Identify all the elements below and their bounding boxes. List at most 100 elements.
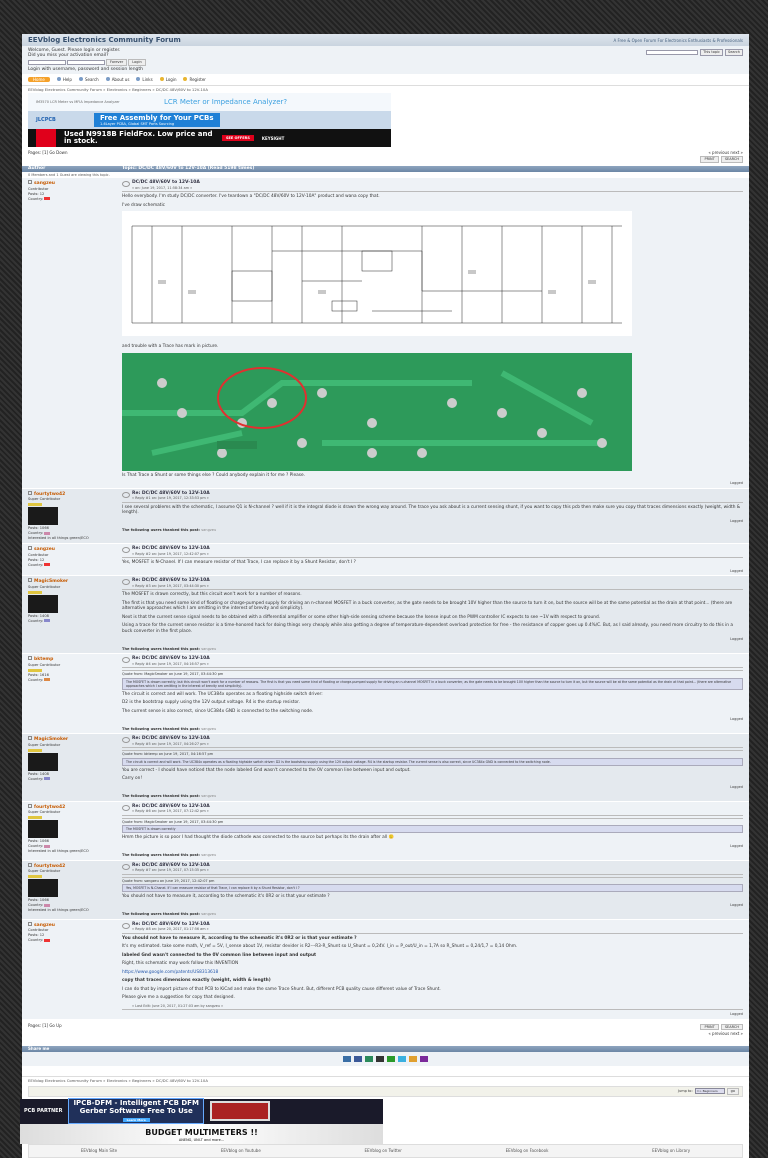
post-meta: « Reply #8 on: June 20, 2017, 01:17:56 a… (122, 927, 743, 934)
poster-name[interactable]: fourtytwo42 (28, 862, 119, 870)
pages-label[interactable]: Pages: [1] Go Down (28, 150, 68, 155)
thanked-user[interactable]: sangzeu (201, 853, 217, 857)
nav-links[interactable]: Links (136, 77, 153, 82)
post-body: Re: DC/DC 48V/60V to 12V-10A« Reply #3 o… (122, 578, 743, 651)
myspace-icon[interactable] (376, 1056, 384, 1062)
post-text: You are correct - I should have noticed … (122, 767, 411, 773)
schematic (122, 211, 743, 338)
prev-next-links-bottom[interactable]: « previous next » (708, 1031, 743, 1036)
post-meta: « Reply #1 on: June 19, 2017, 12:33:53 p… (122, 496, 743, 503)
post-subject[interactable]: DC/DC 48V/60V to 12V-10A (122, 180, 743, 187)
thanked-user[interactable]: sangzeu (201, 726, 217, 731)
thanked-user[interactable]: sangzeu (201, 912, 217, 916)
logged-indicator: Logged (122, 569, 743, 574)
jump-go-button[interactable]: go (726, 1088, 739, 1095)
patent-link[interactable]: https://www.google.com/patents/US8313618 (122, 969, 219, 975)
footer-link[interactable]: EEVblog Main Site (80, 1148, 118, 1153)
nav-login[interactable]: Login (159, 77, 176, 82)
poster-name[interactable]: fourtytwo42 (28, 490, 119, 498)
activation-link[interactable]: Did you miss your activation email? (28, 53, 109, 58)
forum-header: EEVblog Electronics Community Forum A Fr… (22, 34, 749, 46)
see-offers-button[interactable]: SEE OFFERS (222, 135, 254, 141)
password-input[interactable] (67, 59, 105, 65)
topic-search-button[interactable]: SEARCH (720, 156, 743, 163)
post-subject[interactable]: Re: DC/DC 48V/60V to 12V-10A (122, 546, 743, 553)
thanked-user[interactable]: sangzeu (201, 794, 217, 798)
post-subject[interactable]: Re: DC/DC 48V/60V to 12V-10A (122, 491, 743, 497)
post-text: Yes, MOSFET is N-Chanel. If I can measur… (122, 560, 356, 565)
post-text: and trouble with a Trace has mark in pic… (122, 344, 219, 349)
thanks-line: The following users thanked this post: s… (122, 853, 743, 858)
main-nav: Home Help Search About us Links Login Register (22, 74, 749, 86)
logged-indicator: Logged (122, 844, 743, 849)
quote-header[interactable]: Quote from: bktemp on June 19, 2017, 04:… (122, 750, 743, 758)
login-button[interactable]: Login (128, 59, 146, 66)
quote-header[interactable]: Quote from: sangzeu on June 19, 2017, 12… (122, 876, 743, 885)
breadcrumb[interactable]: EEVblog Electronics Community Forum » El… (22, 85, 749, 93)
forum-title[interactable]: EEVblog Electronics Community Forum (28, 36, 181, 44)
nav-register[interactable]: Register (183, 77, 206, 82)
nav-label: Help (62, 76, 72, 82)
poster-name[interactable]: sangzeu (28, 180, 119, 187)
thanks-line: The following users thanked this post: s… (122, 912, 743, 917)
poster-name[interactable]: fourtytwo42 (28, 803, 119, 811)
page: EEVblog Electronics Community Forum A Fr… (20, 34, 749, 1158)
pages-label-bottom[interactable]: Pages: [1] Go Up (28, 1022, 62, 1028)
footer-link[interactable]: EEVblog on Facebook (505, 1148, 549, 1153)
print-button[interactable]: PRINT (700, 156, 719, 163)
search-scope-select[interactable]: This topic (700, 49, 723, 56)
ad-keysight[interactable]: Used N9918B FieldFox. Low price and in s… (28, 129, 391, 147)
prev-next-links[interactable]: « previous next » (708, 150, 743, 155)
facebook-icon[interactable] (354, 1056, 362, 1062)
poster-name[interactable]: MagicSmoker (28, 578, 119, 585)
poster-name[interactable]: sangzeu (28, 546, 119, 553)
flag-icon (44, 531, 51, 535)
breadcrumb-bottom[interactable]: EEVblog Electronics Community Forum » El… (22, 1076, 749, 1084)
topic-search-button-bottom[interactable]: SEARCH (720, 1023, 743, 1030)
banner-multimeters[interactable]: BUDGET MULTIMETERS !!ANENG, UNI-T and mo… (20, 1123, 383, 1144)
nav-search[interactable]: Search (78, 77, 99, 82)
yahoo-icon[interactable] (420, 1056, 428, 1062)
thanked-user[interactable]: sangzeu (201, 528, 217, 532)
footer-link[interactable]: EEVblog on Twitter (364, 1148, 402, 1153)
nav-about-us[interactable]: About us (105, 77, 129, 82)
country-label: Country: (28, 618, 44, 623)
quote-header[interactable]: Quote from: MagicSmoker on June 19, 2017… (122, 817, 743, 826)
nav-home[interactable]: Home (28, 76, 50, 82)
nav-help[interactable]: Help (56, 76, 72, 82)
post-subject[interactable]: Re: DC/DC 48V/60V to 12V-10A (122, 736, 743, 743)
post-subject[interactable]: Re: DC/DC 48V/60V to 12V-10A (122, 578, 743, 585)
online-status-icon (28, 546, 32, 550)
stumble-icon[interactable] (387, 1056, 395, 1062)
thanked-user[interactable]: sangzeu (201, 646, 217, 651)
post-text: You should not have to measure it, accor… (122, 894, 330, 899)
footer-link[interactable]: EEVblog on Youtube (220, 1148, 261, 1153)
post-subject[interactable]: Re: DC/DC 48V/60V to 12V-10A (122, 922, 743, 928)
google-icon[interactable] (409, 1056, 417, 1062)
flag-icon (44, 938, 51, 942)
post-subject[interactable]: Re: DC/DC 48V/60V to 12V-10A (122, 656, 743, 663)
poster-name[interactable]: MagicSmoker (28, 736, 119, 743)
post-subject[interactable]: Re: DC/DC 48V/60V to 12V-10A (122, 863, 743, 869)
search-button[interactable]: Search (724, 49, 743, 56)
post-subject[interactable]: Re: DC/DC 48V/60V to 12V-10A (122, 804, 743, 810)
quote-header[interactable]: Quote from: MagicSmoker on June 19, 2017… (122, 670, 743, 678)
print-button-bottom[interactable]: PRINT (700, 1023, 719, 1030)
ad-lcr[interactable]: IM3570 LCR Meter vs MFIA Impedance Analy… (28, 93, 391, 111)
twitter-icon[interactable] (398, 1056, 406, 1062)
search-input[interactable] (646, 49, 699, 55)
learn-more-button[interactable]: Learn More (122, 1118, 150, 1122)
digg-icon[interactable] (343, 1056, 351, 1062)
session-length-select[interactable]: Forever (106, 59, 128, 66)
poster-name[interactable]: bktemp (28, 656, 119, 663)
poster-name[interactable]: sangzeu (28, 921, 119, 929)
footer-link[interactable]: EEVblog on Library (652, 1148, 691, 1153)
jump-select[interactable]: => Beginners (694, 1088, 725, 1095)
delicious-icon[interactable] (365, 1056, 373, 1062)
thanks-line: The following users thanked this post: s… (122, 528, 743, 533)
username-input[interactable] (28, 59, 66, 65)
